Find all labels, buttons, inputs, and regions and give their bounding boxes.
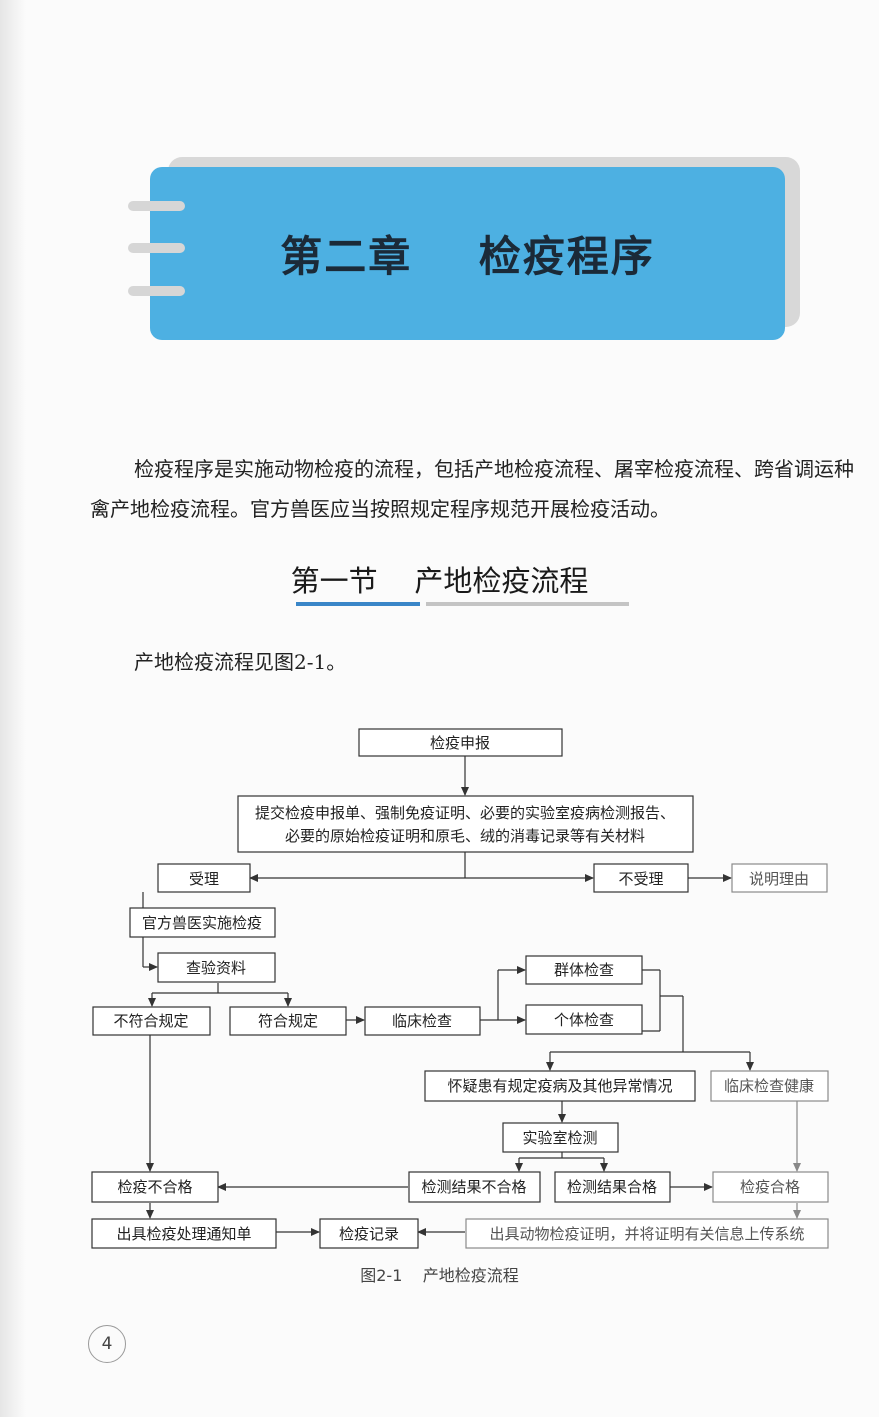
page-number: 4 [88,1325,126,1363]
node-test-fail-label: 检测结果不合格 [421,1178,526,1196]
node-record-label: 检疫记录 [339,1225,399,1243]
node-explain-label: 说明理由 [749,870,809,888]
node-accept: 受理 [158,864,250,892]
node-official-vet-label: 官方兽医实施检疫 [142,914,262,932]
node-clinical: 临床检查 [365,1007,480,1035]
node-clinical-healthy: 临床检查健康 [711,1071,828,1101]
node-reject-label: 不受理 [618,870,663,888]
figure-caption: 图2-1 产地检疫流程 [0,1262,879,1286]
node-passed: 检疫合格 [713,1172,828,1202]
node-suspected-label: 怀疑患有规定疫病及其他异常情况 [447,1077,672,1095]
node-declare: 检疫申报 [359,729,562,756]
node-reject: 不受理 [594,864,688,892]
node-lab-test-label: 实验室检测 [522,1129,597,1147]
node-explain: 说明理由 [732,864,827,892]
node-non-compliant: 不符合规定 [93,1007,210,1035]
node-compliant-label: 符合规定 [258,1012,318,1030]
node-accept-label: 受理 [189,870,219,888]
node-lab-test: 实验室检测 [503,1123,618,1152]
node-official-vet: 官方兽医实施检疫 [130,908,275,937]
node-non-compliant-label: 不符合规定 [113,1012,188,1030]
node-failed: 检疫不合格 [92,1172,218,1202]
node-check-docs: 查验资料 [158,953,275,982]
node-compliant: 符合规定 [230,1007,346,1035]
node-declare-label: 检疫申报 [430,734,490,752]
node-test-pass: 检测结果合格 [555,1172,670,1202]
node-group-check-label: 群体检查 [554,961,614,979]
node-submit-line1: 提交检疫申报单、强制免疫证明、必要的实验室疫病检测报告、 [255,804,675,822]
node-record: 检疫记录 [320,1219,418,1248]
node-clinical-healthy-label: 临床检查健康 [724,1077,814,1095]
node-failed-label: 检疫不合格 [117,1178,192,1196]
node-submit-line2: 必要的原始检疫证明和原毛、绒的消毒记录等有关材料 [285,827,645,845]
node-group-check: 群体检查 [526,956,642,984]
node-check-docs-label: 查验资料 [186,959,246,977]
page-number-label: 4 [102,1334,113,1354]
node-passed-label: 检疫合格 [740,1178,800,1196]
node-individual-check-label: 个体检查 [554,1011,614,1029]
node-suspected: 怀疑患有规定疫病及其他异常情况 [425,1071,695,1101]
node-submit-materials: 提交检疫申报单、强制免疫证明、必要的实验室疫病检测报告、 必要的原始检疫证明和原… [238,796,693,852]
node-individual-check: 个体检查 [526,1005,642,1034]
node-certificate: 出具动物检疫证明，并将证明有关信息上传系统 [466,1219,828,1248]
node-test-pass-label: 检测结果合格 [567,1178,657,1196]
node-clinical-label: 临床检查 [392,1012,452,1030]
node-test-fail: 检测结果不合格 [409,1172,540,1202]
node-notice: 出具检疫处理通知单 [92,1219,276,1248]
node-certificate-label: 出具动物检疫证明，并将证明有关信息上传系统 [489,1225,804,1243]
node-notice-label: 出具检疫处理通知单 [116,1225,251,1243]
